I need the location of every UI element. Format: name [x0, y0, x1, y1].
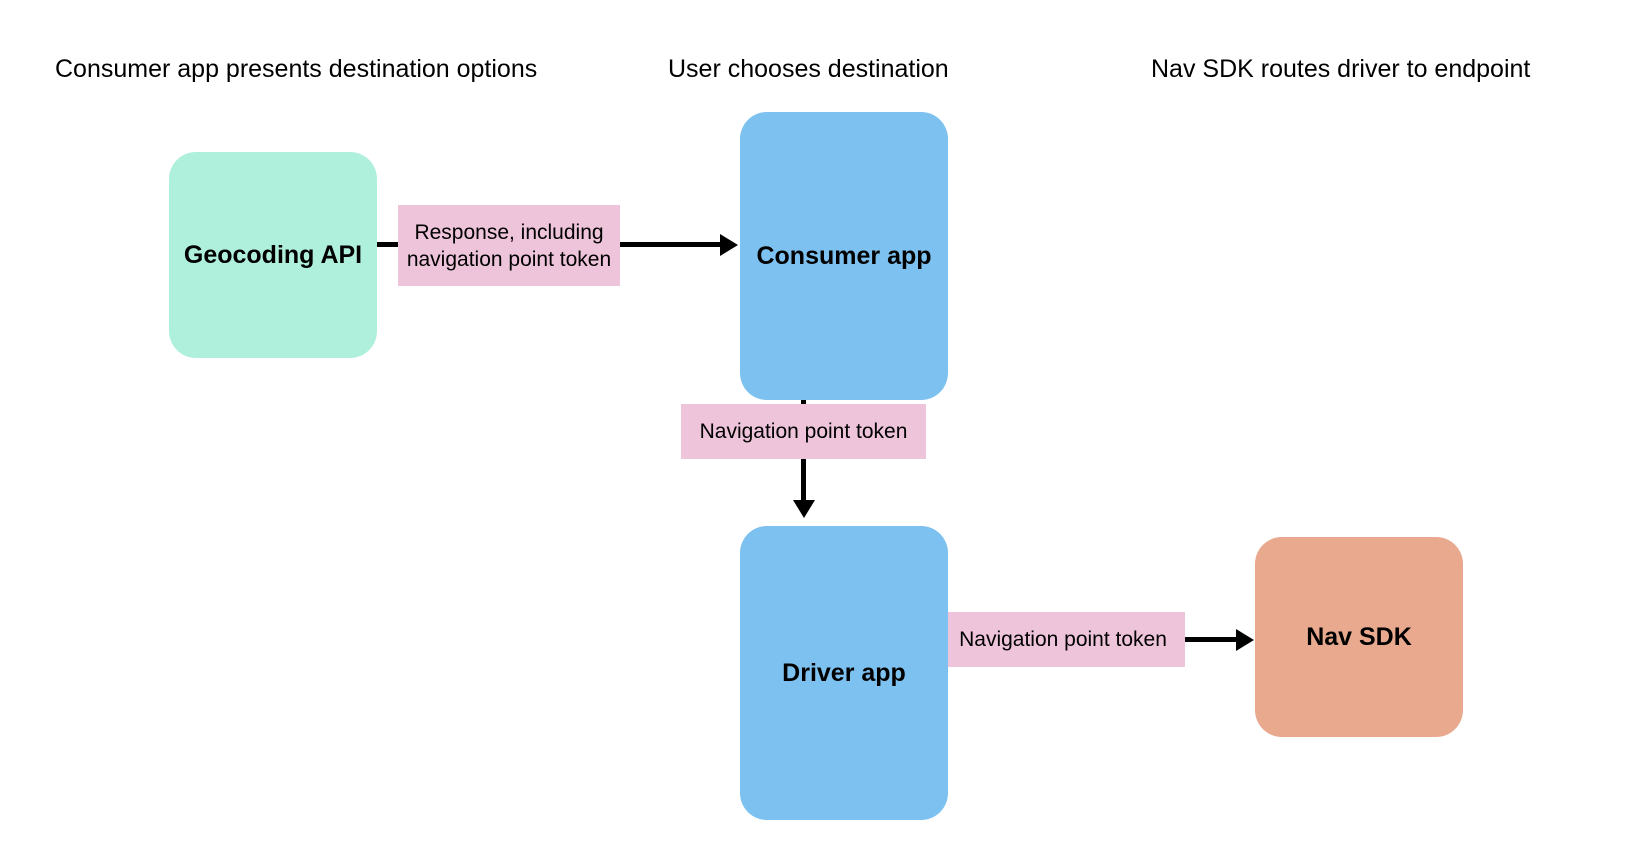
arrowhead-right-icon-navsdk: [1236, 629, 1254, 651]
node-consumer-app-label: Consumer app: [756, 242, 932, 270]
connector-line-label-to-consumer: [618, 242, 722, 247]
arrowhead-right-icon-consumer: [720, 234, 738, 256]
edge-label-nav-token-vertical-text: Navigation point token: [699, 420, 908, 443]
node-geocoding-api[interactable]: Geocoding API: [169, 152, 377, 358]
column-header-user-chooses: User chooses destination: [668, 55, 949, 83]
node-consumer-app[interactable]: Consumer app: [740, 112, 948, 400]
edge-label-nav-token-vertical: Navigation point token: [681, 404, 926, 459]
connector-line-label-to-driver: [801, 452, 806, 504]
edge-label-response-token-text: Response, including navigation point tok…: [406, 220, 612, 271]
edge-label-nav-token-horizontal: Navigation point token: [941, 612, 1185, 667]
connector-line-label-to-navsdk: [1182, 637, 1238, 642]
node-driver-app-label: Driver app: [782, 659, 906, 687]
edge-label-response-token: Response, including navigation point tok…: [398, 205, 620, 286]
node-nav-sdk-label: Nav SDK: [1306, 623, 1412, 651]
column-header-nav-routes: Nav SDK routes driver to endpoint: [1151, 55, 1531, 83]
node-geocoding-api-label: Geocoding API: [183, 241, 363, 269]
column-header-consumer-options: Consumer app presents destination option…: [55, 55, 538, 83]
node-nav-sdk[interactable]: Nav SDK: [1255, 537, 1463, 737]
connector-line-geocoding-stub: [372, 242, 402, 247]
node-driver-app[interactable]: Driver app: [740, 526, 948, 820]
edge-label-nav-token-horizontal-text: Navigation point token: [959, 628, 1167, 651]
arrowhead-down-icon-driver: [793, 500, 815, 518]
